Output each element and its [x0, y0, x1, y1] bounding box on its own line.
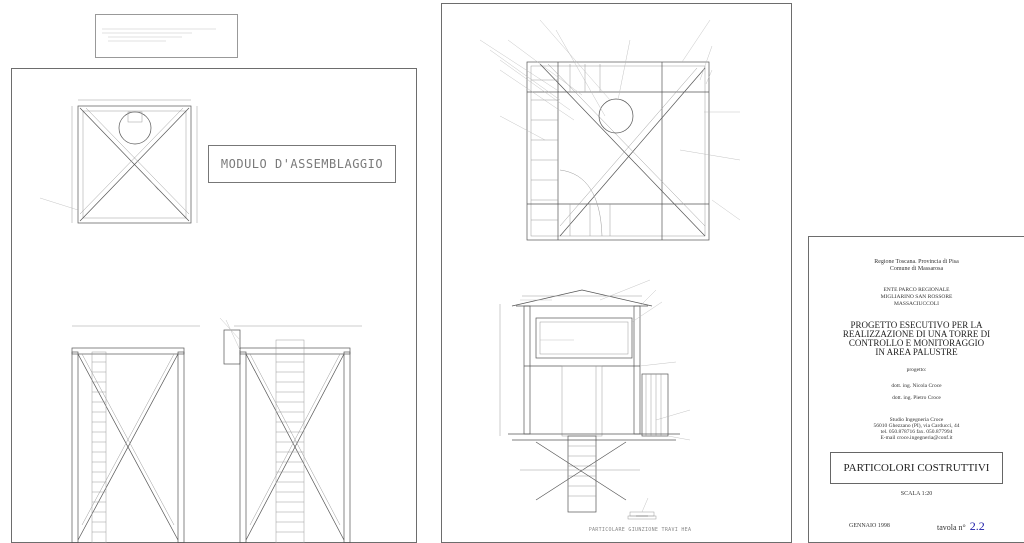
- floor-plan-view: [479, 19, 741, 241]
- authority-line-1: ENTE PARCO REGIONALE: [883, 287, 950, 293]
- beam-joint-detail: [627, 497, 657, 520]
- project-title-line-3: CONTROLLO E MONITORAGGIO: [848, 338, 985, 348]
- sheet-name-box: PARTICOLORI COSTRUTTIVI: [830, 452, 1003, 484]
- plan-view: [39, 99, 198, 224]
- project-title-line-1: PROGETTO ESECUTIVO PER LA: [850, 320, 983, 330]
- studio-line-1: Studio Ingegneria Croce: [889, 417, 944, 423]
- sheet-number: 2.2: [969, 519, 985, 533]
- municipality-line: Comune di Massarosa: [889, 266, 944, 272]
- project-title-line-4: IN AREA PALUSTRE: [875, 347, 958, 357]
- studio-line-2: 56010 Ghezzano (PI), via Carducci, 44: [873, 423, 960, 429]
- notes-box: [95, 14, 238, 58]
- project-title-line-2: REALIZZAZIONE DI UNA TORRE DI: [842, 329, 991, 339]
- section-view: [499, 279, 691, 513]
- left-drawing-sheet: [11, 68, 417, 543]
- designer-1: dott. ing. Nicola Croce: [891, 383, 942, 389]
- drawing-title: MODULO D'ASSEMBLAGGIO: [220, 157, 384, 171]
- elevation-view-b: [219, 317, 362, 543]
- sheet-label: tavola n°: [937, 523, 966, 532]
- middle-drawing-sheet: [441, 3, 792, 543]
- studio-line-4: E-mail croce.ingegneria@conf.it: [880, 435, 953, 441]
- region-line: Regione Toscana. Provincia di Pisa: [874, 259, 959, 265]
- elevation-view-a: [71, 325, 200, 543]
- designer-2: dott. ing. Pietro Croce: [892, 395, 941, 401]
- project-label: progetto:: [906, 367, 927, 373]
- date-label: GENNAIO 1998: [849, 523, 890, 529]
- scale-label: SCALA 1:20: [900, 491, 933, 497]
- sheet-number-group: tavola n° 2.2: [937, 517, 985, 535]
- authority-line-3: MASSACIUCCOLI: [894, 301, 939, 307]
- studio-line-3: tel. 050.878716 fax. 050.877994: [880, 429, 953, 435]
- sheet-name: PARTICOLORI COSTRUTTIVI: [843, 462, 990, 474]
- detail-caption: PARTICOLARE GIUNZIONE TRAVI HEA: [588, 527, 692, 533]
- notes-text-lines: [102, 28, 216, 42]
- title-block-sheet: Regione Toscana. Provincia di Pisa Comun…: [808, 236, 1024, 543]
- module-title-box: MODULO D'ASSEMBLAGGIO: [208, 145, 396, 183]
- authority-line-2: MIGLIARINO SAN ROSSORE: [880, 294, 953, 300]
